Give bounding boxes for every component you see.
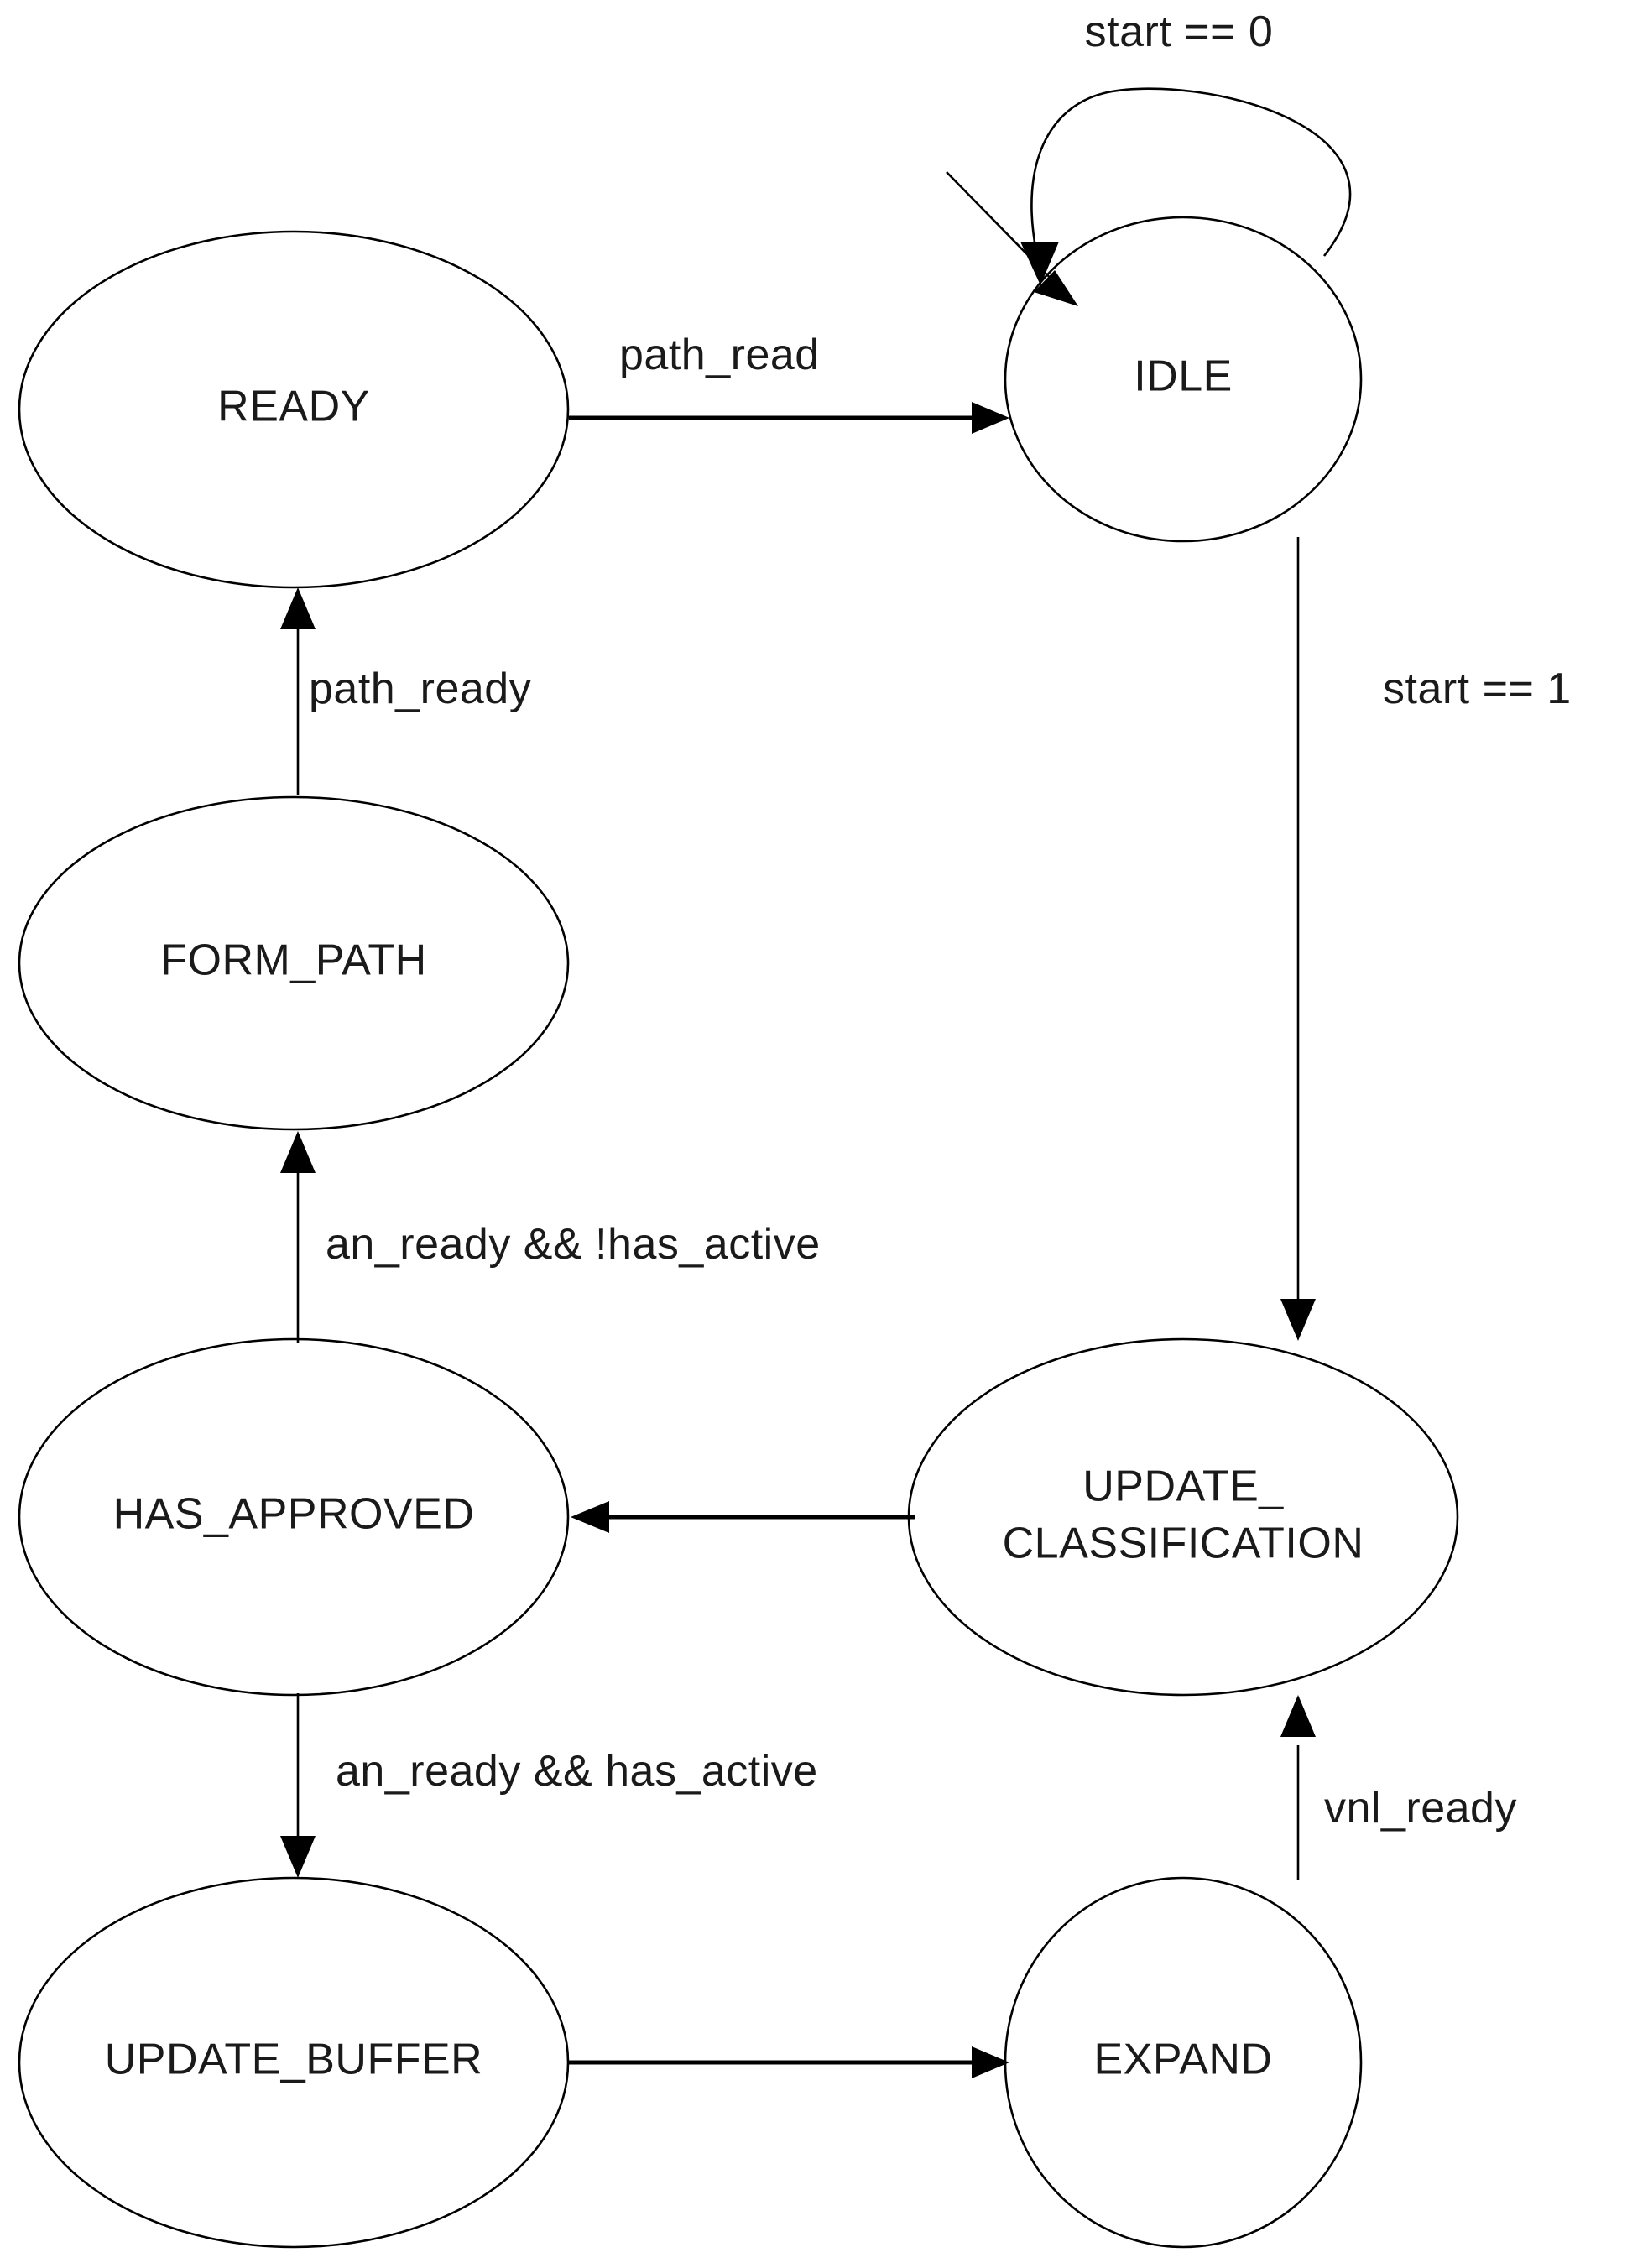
transition-start-entry[interactable] <box>946 171 1078 306</box>
state-node-ready[interactable]: READY <box>18 230 570 589</box>
state-ellipse-has-approved <box>18 1337 570 1697</box>
edge-label-vnl-ready: vnl_ready <box>1324 1784 1517 1833</box>
state-label-update-classification-line2: CLASSIFICATION <box>1003 1520 1364 1568</box>
state-node-update-buffer[interactable]: UPDATE_BUFFER <box>18 1876 570 2249</box>
start-entry-arrowhead <box>1034 270 1078 306</box>
arrowhead-ready-idle <box>972 402 1009 434</box>
state-ellipse-update-buffer <box>18 1876 570 2249</box>
transition-idle-to-update-classification[interactable]: start == 1 <box>1280 537 1572 1341</box>
arrowhead-formpath-ready <box>280 587 316 629</box>
state-node-form-path[interactable]: FORM_PATH <box>18 795 570 1131</box>
arrowhead-idle-uc <box>1280 1299 1316 1341</box>
arrowhead-buffer-expand <box>972 2046 1009 2078</box>
state-ellipse-form-path <box>18 795 570 1131</box>
transition-has-approved-to-update-buffer[interactable]: an_ready && has_active <box>280 1693 818 1878</box>
transition-update-buffer-to-expand[interactable] <box>569 2046 1009 2078</box>
state-ellipse-idle <box>1004 216 1363 543</box>
state-label-update-buffer: UPDATE_BUFFER <box>105 2036 482 2084</box>
transition-form-path-to-ready[interactable]: path_ready <box>280 587 531 795</box>
transition-expand-to-update-classification[interactable]: vnl_ready <box>1280 1695 1517 1880</box>
arrowhead-hasappr-formpath <box>280 1131 316 1173</box>
state-node-idle[interactable]: IDLE <box>1004 216 1363 543</box>
edge-label-start-eq-1: start == 1 <box>1383 665 1572 713</box>
edge-label-start-eq-0: start == 0 <box>1085 8 1274 56</box>
arrowhead-uc-hasappr <box>571 1501 609 1533</box>
state-ellipse-update-classification <box>907 1337 1459 1697</box>
arrowhead-idle-self-loop <box>1020 242 1059 285</box>
arrowhead-hasappr-buffer <box>280 1836 316 1878</box>
transition-ready-to-idle[interactable]: path_read <box>569 331 1009 434</box>
state-ellipse-ready <box>18 230 570 589</box>
edge-label-path-ready: path_ready <box>309 665 531 713</box>
arrowhead-expand-uc <box>1280 1695 1316 1737</box>
edge-path-idle-self-loop <box>1030 87 1352 257</box>
state-label-ready: READY <box>217 383 370 431</box>
state-label-expand: EXPAND <box>1094 2036 1273 2084</box>
edge-label-path-read: path_read <box>619 331 820 379</box>
transition-update-classification-to-has-approved[interactable] <box>571 1501 915 1533</box>
state-label-update-classification-line1: UPDATE_ <box>1082 1462 1284 1511</box>
transition-has-approved-to-form-path[interactable]: an_ready && !has_active <box>280 1131 821 1343</box>
state-label-form-path: FORM_PATH <box>160 936 426 985</box>
state-label-idle: IDLE <box>1134 352 1233 401</box>
state-label-has-approved: HAS_APPROVED <box>113 1490 475 1539</box>
edge-label-an-ready-not-has-active: an_ready && !has_active <box>326 1220 821 1269</box>
state-node-expand[interactable]: EXPAND <box>1004 1876 1363 2249</box>
state-node-update-classification[interactable]: UPDATE_ CLASSIFICATION <box>907 1337 1459 1697</box>
start-entry-line <box>946 171 1065 293</box>
edge-label-an-ready-has-active: an_ready && has_active <box>336 1747 818 1796</box>
state-node-has-approved[interactable]: HAS_APPROVED <box>18 1337 570 1697</box>
transition-idle-self-loop[interactable]: start == 0 <box>1020 8 1352 285</box>
